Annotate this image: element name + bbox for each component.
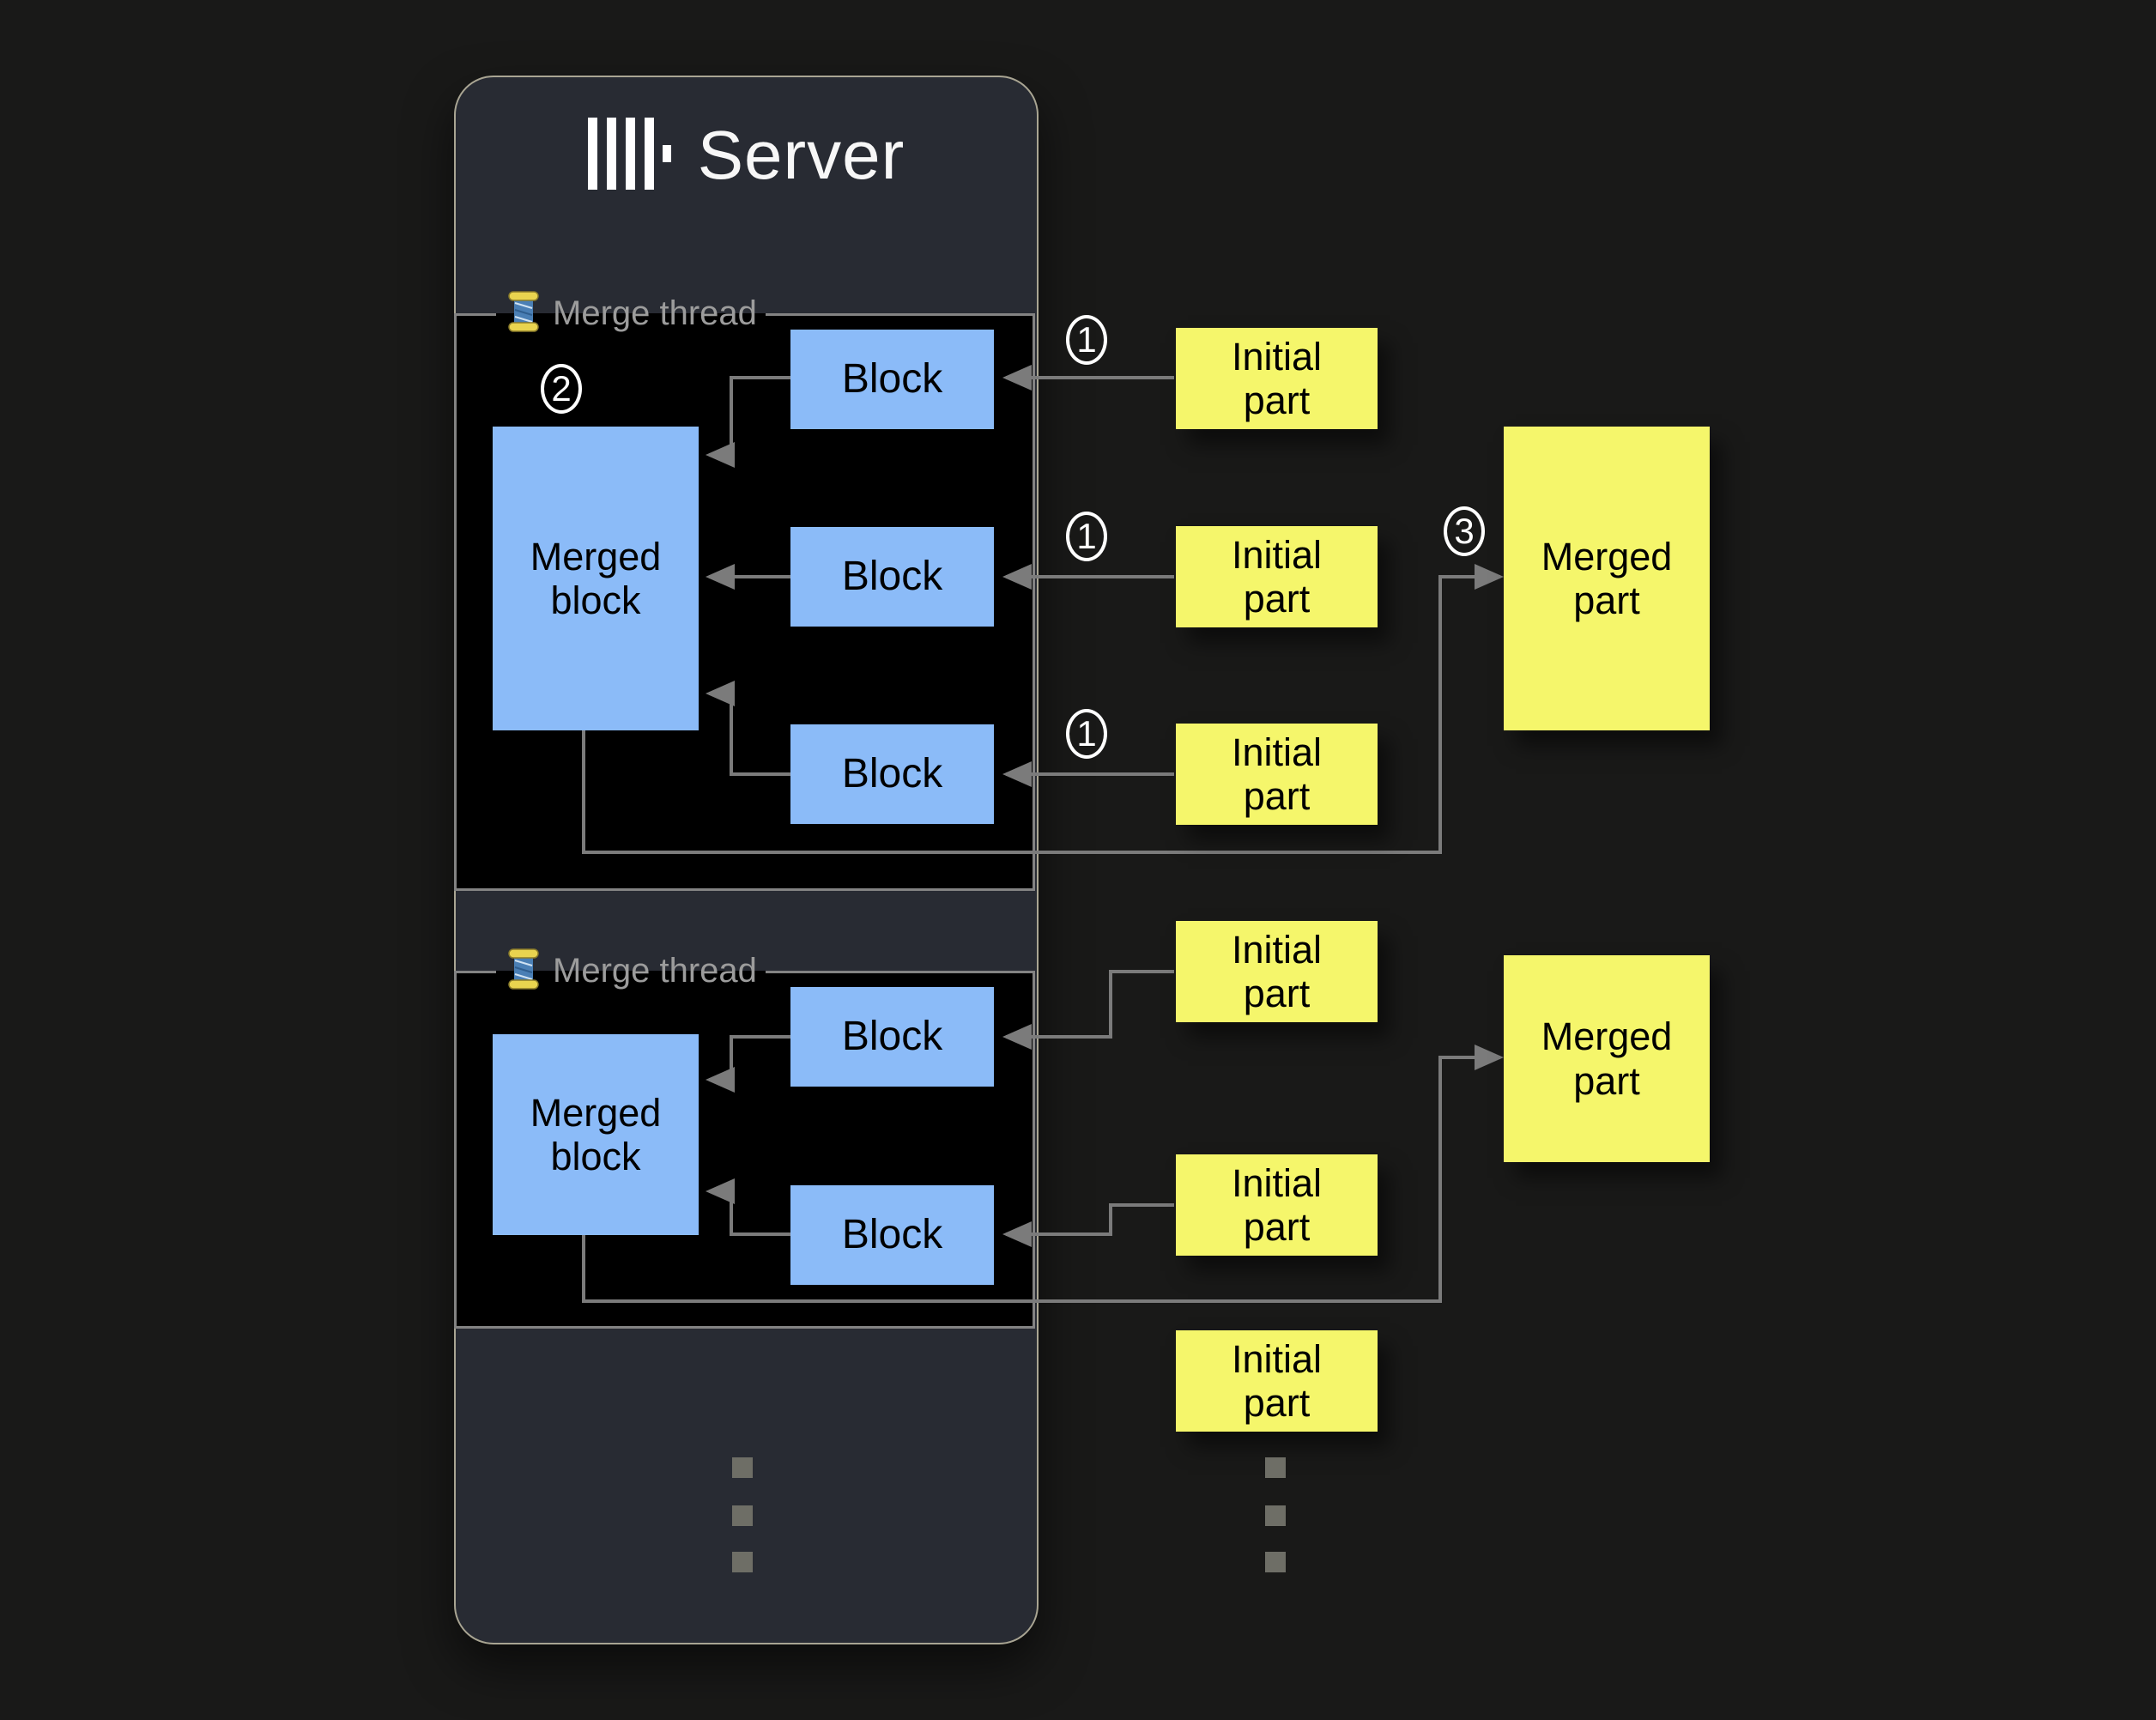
initial-part-label-line2: part bbox=[1243, 379, 1311, 422]
step-1-badge: 1 bbox=[1066, 709, 1107, 759]
block-1a: Block bbox=[790, 330, 994, 429]
initial-part-label-line1: Initial bbox=[1231, 532, 1323, 577]
server-title: Server bbox=[697, 117, 905, 193]
initial-part-3: Initial part bbox=[1176, 724, 1378, 825]
merged-part-2: Merged part bbox=[1504, 955, 1710, 1162]
arrow-initial4-to-block2a bbox=[1002, 970, 1174, 1050]
arrow-merged-block2-to-merged-part2 bbox=[582, 1045, 1504, 1303]
block-1b: Block bbox=[790, 527, 994, 627]
merged-block-label-line1: Merged bbox=[530, 1090, 662, 1135]
merged-block-label-line1: Merged bbox=[530, 534, 662, 578]
step-1-number: 1 bbox=[1076, 713, 1097, 754]
ellipsis-dot bbox=[1265, 1552, 1286, 1572]
block-1c: Block bbox=[790, 724, 994, 824]
thread-spool-icon bbox=[505, 290, 542, 336]
step-2-number: 2 bbox=[551, 368, 572, 409]
initial-part-2: Initial part bbox=[1176, 526, 1378, 627]
initial-part-label-line2: part bbox=[1243, 577, 1311, 621]
merge-thread-2-legend: Merge thread bbox=[496, 948, 766, 994]
step-2-badge: 2 bbox=[541, 364, 582, 414]
initial-part-label-line2: part bbox=[1243, 1381, 1311, 1425]
server-header: Server bbox=[454, 112, 1039, 198]
step-1-badge: 1 bbox=[1066, 512, 1107, 561]
step-1-number: 1 bbox=[1076, 516, 1097, 556]
ellipsis-dot bbox=[1265, 1505, 1286, 1526]
initial-part-label-line2: part bbox=[1243, 972, 1311, 1015]
initial-part-1: Initial part bbox=[1176, 328, 1378, 429]
ellipsis-dot bbox=[732, 1505, 753, 1526]
block-2a: Block bbox=[790, 987, 994, 1087]
merged-part-label-line2: part bbox=[1573, 1058, 1640, 1103]
block-label: Block bbox=[841, 1211, 943, 1257]
merged-block-1: Merged block bbox=[493, 427, 699, 730]
initial-part-4: Initial part bbox=[1176, 921, 1378, 1022]
merge-thread-1-legend: Merge thread bbox=[496, 290, 766, 336]
merged-block-label-line2: block bbox=[550, 1135, 641, 1178]
merged-block-2: Merged block bbox=[493, 1034, 699, 1235]
initial-part-label-line1: Initial bbox=[1231, 927, 1323, 972]
clickhouse-logo-icon bbox=[587, 117, 672, 194]
initial-part-5: Initial part bbox=[1176, 1154, 1378, 1256]
merged-part-label-line1: Merged bbox=[1541, 1014, 1673, 1059]
merge-thread-label: Merge thread bbox=[553, 294, 757, 332]
merged-part-label-line1: Merged bbox=[1541, 534, 1673, 578]
merged-part-1: Merged part bbox=[1504, 427, 1710, 730]
ellipsis-dot bbox=[1265, 1457, 1286, 1478]
initial-part-label-line2: part bbox=[1243, 1205, 1311, 1249]
initial-part-6: Initial part bbox=[1176, 1330, 1378, 1432]
initial-part-label-line1: Initial bbox=[1231, 1160, 1323, 1205]
initial-part-label-line1: Initial bbox=[1231, 334, 1323, 379]
step-3-number: 3 bbox=[1454, 511, 1475, 551]
initial-part-label-line2: part bbox=[1243, 774, 1311, 818]
arrow-block2b-to-merged-block2 bbox=[706, 1178, 790, 1236]
ellipsis-dot bbox=[732, 1552, 753, 1572]
step-1-badge: 1 bbox=[1066, 315, 1107, 365]
block-label: Block bbox=[841, 553, 943, 599]
initial-part-label-line1: Initial bbox=[1231, 730, 1323, 774]
thread-spool-icon bbox=[505, 948, 542, 994]
step-1-number: 1 bbox=[1076, 319, 1097, 360]
arrow-merged-block1-to-merged-part1 bbox=[582, 564, 1504, 854]
initial-part-label-line1: Initial bbox=[1231, 1336, 1323, 1381]
merged-part-label-line2: part bbox=[1573, 578, 1640, 622]
ellipsis-dot bbox=[732, 1457, 753, 1478]
step-3-badge: 3 bbox=[1444, 506, 1485, 556]
arrow-block1c-to-merged-block1 bbox=[706, 681, 790, 776]
block-label: Block bbox=[841, 355, 943, 402]
arrow-block1a-to-merged-block1 bbox=[706, 376, 790, 468]
merged-block-label-line2: block bbox=[550, 578, 641, 622]
block-2b: Block bbox=[790, 1185, 994, 1285]
block-label: Block bbox=[841, 1013, 943, 1059]
block-label: Block bbox=[841, 750, 943, 796]
arrow-initial5-to-block2b bbox=[1002, 1203, 1174, 1247]
arrow-block2a-to-merged-block2 bbox=[706, 1035, 790, 1093]
merge-thread-label: Merge thread bbox=[553, 951, 757, 990]
